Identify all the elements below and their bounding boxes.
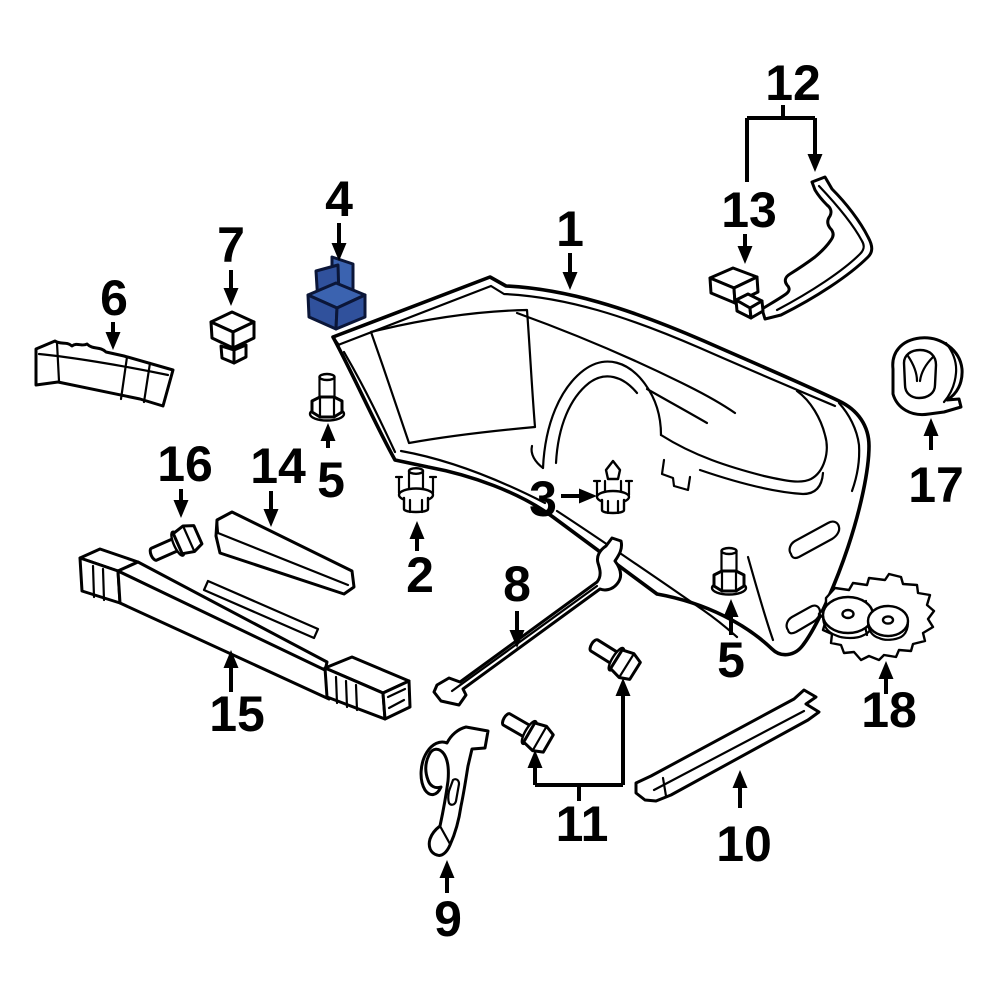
callout-arrowhead (509, 630, 525, 648)
callout-14: 14 (250, 438, 306, 527)
part-17-bracket (891, 336, 964, 417)
callout-arrowhead (331, 243, 347, 261)
callout-1: 1 (556, 201, 584, 290)
callout-label-11: 11 (556, 796, 609, 852)
callout-9: 9 (434, 860, 462, 947)
callout-arrowhead (439, 860, 455, 878)
part-3-clip (592, 459, 634, 515)
callout-13: 13 (721, 182, 777, 264)
callout-7: 7 (217, 217, 245, 306)
callout-3: 3 (529, 471, 597, 527)
callout-arrowhead (723, 599, 739, 617)
callout-11: 11 (527, 678, 631, 852)
part-5-bolt-right (710, 546, 748, 596)
callout-15: 15 (209, 650, 265, 742)
part-13-clip (708, 266, 765, 320)
callout-2: 2 (406, 521, 434, 603)
part-1-bumper-cover (331, 275, 871, 657)
callout-label-5-left: 5 (317, 452, 345, 508)
callout-5-right: 5 (717, 599, 745, 688)
callout-label-1: 1 (556, 201, 584, 257)
callout-16: 16 (157, 436, 213, 518)
part-18-sensor-bracket (817, 572, 936, 662)
part-14-absorber (214, 510, 356, 596)
callout-arrowhead (263, 509, 279, 527)
part-11-bolt-b (501, 712, 555, 754)
callout-arrowhead (923, 418, 939, 436)
callout-arrowhead (807, 154, 823, 172)
callout-label-4: 4 (325, 171, 353, 227)
callout-arrowhead (737, 246, 753, 264)
callout-label-10: 10 (716, 816, 772, 872)
callout-arrowhead (320, 423, 336, 441)
part-5-bolt-left (308, 372, 346, 422)
part-11-bolt-a (588, 638, 642, 681)
callout-arrowhead (409, 521, 425, 539)
callout-arrowhead (527, 750, 543, 768)
part-15-reinforcement (78, 547, 412, 721)
callout-label-18: 18 (861, 682, 917, 738)
callout-label-2: 2 (406, 547, 434, 603)
part-8-side-rail (432, 536, 623, 707)
callout-18: 18 (861, 661, 917, 738)
callout-label-14: 14 (250, 438, 306, 494)
callout-label-13: 13 (721, 182, 777, 238)
callout-label-12: 12 (765, 55, 821, 111)
callout-6: 6 (100, 270, 128, 350)
callout-label-7: 7 (217, 217, 245, 273)
callout-arrowhead (223, 288, 239, 306)
callout-arrowhead (732, 770, 748, 788)
part-6-pad (34, 339, 175, 408)
callout-arrowhead (173, 500, 189, 518)
part-2-clip (394, 467, 438, 514)
callout-label-16: 16 (157, 436, 213, 492)
callout-arrowhead (105, 332, 121, 350)
callout-label-15: 15 (209, 686, 265, 742)
part-12-trim-strip (760, 175, 874, 321)
callout-12: 12 (745, 55, 823, 182)
callout-5-left: 5 (317, 423, 345, 508)
callout-arrowhead (615, 678, 631, 696)
callout-label-9: 9 (434, 891, 462, 947)
callout-arrowhead (579, 488, 597, 504)
callout-8: 8 (503, 556, 531, 648)
callout-arrowhead (878, 661, 894, 679)
callout-label-6: 6 (100, 270, 128, 326)
callout-label-3: 3 (529, 471, 557, 527)
part-16-bolt (148, 524, 204, 562)
callout-label-17: 17 (908, 457, 964, 513)
callout-17: 17 (908, 418, 964, 513)
callout-4: 4 (325, 171, 353, 261)
part-7-clip (209, 310, 256, 365)
callout-10: 10 (716, 770, 772, 872)
callout-label-5-right: 5 (717, 632, 745, 688)
part-10-side-rail (634, 688, 821, 803)
callout-arrowhead (223, 650, 239, 668)
callout-label-8: 8 (503, 556, 531, 612)
callout-arrowhead (562, 272, 578, 290)
part-9-bracket (419, 725, 490, 857)
part-4-clip-highlighted (306, 255, 367, 331)
